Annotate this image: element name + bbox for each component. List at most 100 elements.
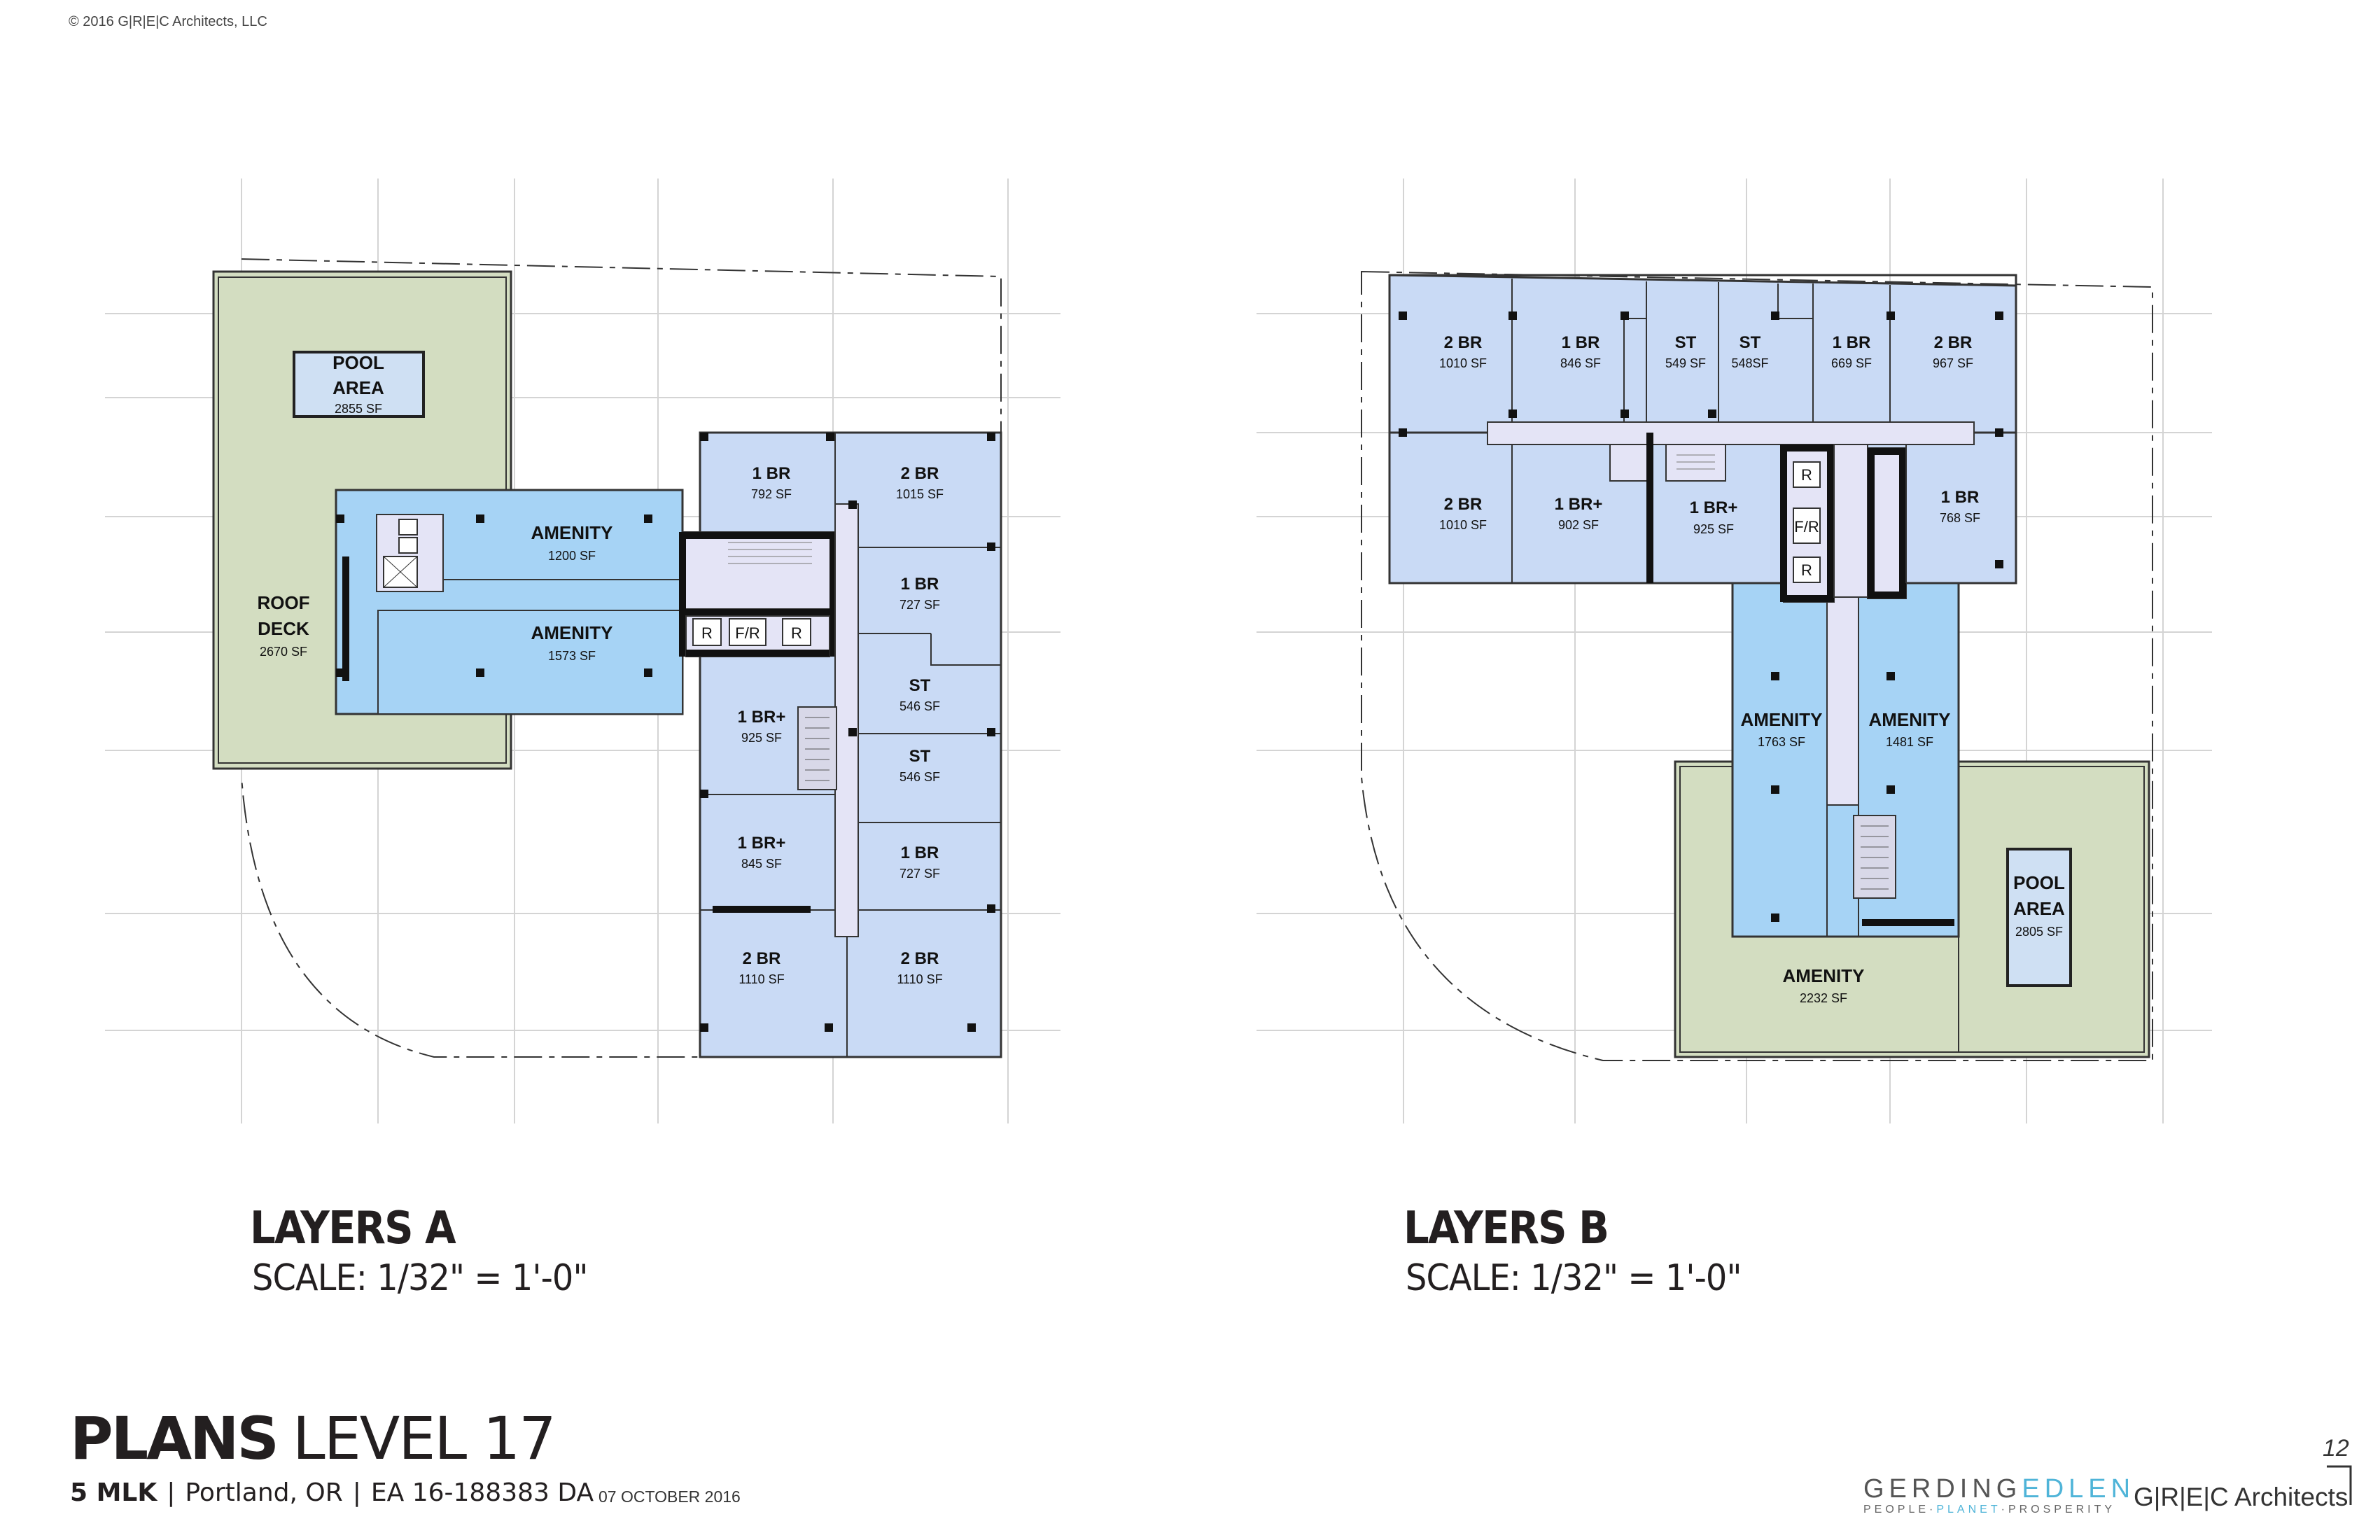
- plan-b-unit-label: 1 BR: [1941, 488, 1980, 507]
- plan-b-elevator-label: R: [1801, 466, 1812, 484]
- plan-a-amenity-2-label: AMENITY: [531, 622, 613, 643]
- copyright-notice: © 2016 G|R|E|C Architects, LLC: [69, 14, 267, 29]
- tagline-people: PEOPLE·: [1863, 1504, 1937, 1516]
- plan-a-unit-area: 546 SF: [899, 699, 940, 713]
- plan-a-unit-label: 1 BR+: [738, 834, 786, 853]
- project-info: 5 MLK | Portland, OR | EA 16-188383 DA: [70, 1478, 594, 1507]
- plan-b-unit-area: 549 SF: [1665, 356, 1706, 370]
- plan-a-unit-label: ST: [909, 676, 931, 695]
- plan-a-pool-label-1: POOL: [332, 352, 384, 373]
- plan-a-unit-area: 1015 SF: [896, 487, 944, 501]
- plan-b-unit-area: 902 SF: [1558, 518, 1599, 532]
- plan-a-elevator-label: R: [701, 624, 713, 642]
- plan-a-unit-area: 546 SF: [899, 770, 940, 784]
- page-number: 12: [2323, 1435, 2349, 1462]
- plan-a-unit-area: 727 SF: [899, 598, 940, 612]
- separator: |: [352, 1478, 361, 1507]
- plan-a-unit-label: 1 BR: [901, 575, 939, 594]
- plan-b-unit-label: 2 BR: [1444, 333, 1483, 352]
- plan-b-amenity-area: 1763 SF: [1758, 735, 1805, 749]
- plan-a-unit-label: ST: [909, 747, 931, 766]
- plan-b-amenity-label: AMENITY: [1783, 965, 1865, 986]
- tagline-prosperity: ·PROSPERITY: [2001, 1504, 2116, 1516]
- plan-b-labels: 2 BR 1010 SF 1 BR 846 SF ST 549 SF ST 54…: [1439, 333, 2065, 1005]
- separator: |: [167, 1478, 176, 1507]
- plan-b-scale: SCALE: 1/32" = 1'-0": [1406, 1257, 1742, 1299]
- grec-architects-logo: G|R|E|C Architects: [2134, 1483, 2348, 1511]
- plan-b-unit-area: 1010 SF: [1439, 356, 1487, 370]
- gerding-edlen-logo: GERDINGEDLEN: [1863, 1474, 2135, 1504]
- plan-a: [212, 258, 1002, 1058]
- logo-ge-edlen: EDLEN: [2022, 1474, 2136, 1504]
- plan-b-pool-label-2: AREA: [2013, 898, 2065, 919]
- plan-a-elevator-label: F/R: [735, 624, 760, 642]
- plan-a-pool-label-2: AREA: [332, 377, 384, 398]
- plan-b-amenity-area: 1481 SF: [1886, 735, 1933, 749]
- plan-b: [1361, 270, 2153, 1061]
- plan-a-roof-deck-area: 2670 SF: [260, 645, 307, 659]
- plan-b-elevator-label: F/R: [1794, 518, 1819, 536]
- plan-b-unit-label: ST: [1740, 333, 1761, 352]
- plan-a-pool-area: 2855 SF: [335, 402, 382, 416]
- plan-a-unit-label: 1 BR: [901, 844, 939, 862]
- plan-a-amenity-2-area: 1573 SF: [548, 649, 596, 663]
- plan-b-unit-label: 2 BR: [1934, 333, 1973, 352]
- plan-b-unit-area: 1010 SF: [1439, 518, 1487, 532]
- plan-b-unit-area: 548SF: [1731, 356, 1768, 370]
- plan-a-pool: [293, 351, 425, 418]
- plan-b-unit-label: 1 BR+: [1690, 498, 1738, 517]
- sheet-title-level: LEVEL 17: [292, 1404, 556, 1473]
- plan-b-property-line: [1361, 270, 2153, 1061]
- project-location: Portland, OR: [185, 1478, 343, 1507]
- plan-b-amenity-label: AMENITY: [1869, 709, 1951, 730]
- plan-b-unit-area: 925 SF: [1693, 522, 1734, 536]
- project-name: 5 MLK: [70, 1478, 158, 1507]
- plan-b-pool-label-1: POOL: [2013, 872, 2065, 893]
- plan-b-unit-area: 768 SF: [1940, 511, 1980, 525]
- plan-a-unit-label: 2 BR: [743, 949, 781, 968]
- plan-a-unit-area: 1110 SF: [897, 972, 942, 986]
- plan-a-unit-area: 1110 SF: [738, 972, 784, 986]
- plan-b-unit-label: 1 BR: [1833, 333, 1871, 352]
- plan-b-unit-bar: [1388, 274, 2017, 434]
- plan-a-unit-label: 1 BR: [752, 464, 791, 483]
- plan-b-unit-label: 1 BR: [1562, 333, 1600, 352]
- plan-a-unit-label: 1 BR+: [738, 708, 786, 727]
- plan-b-unit-area: 669 SF: [1831, 356, 1872, 370]
- plan-a-unit-area: 925 SF: [741, 731, 782, 745]
- corner-mark-icon: [2327, 1465, 2352, 1505]
- plan-a-title: LAYERS A: [250, 1203, 456, 1254]
- plan-a-scale: SCALE: 1/32" = 1'-0": [252, 1257, 588, 1299]
- plan-b-unit-label: ST: [1675, 333, 1697, 352]
- sheet-date: 07 OCTOBER 2016: [598, 1488, 741, 1506]
- plan-b-unit-area: 846 SF: [1560, 356, 1601, 370]
- logo-ge-gerding: GERDING: [1863, 1474, 2022, 1504]
- plan-b-pool: [2006, 848, 2072, 987]
- plan-b-pool-area: 2805 SF: [2015, 925, 2063, 939]
- plan-b-amenity-area: 2232 SF: [1800, 991, 1847, 1005]
- plan-b-elevator-label: R: [1801, 561, 1812, 579]
- sheet-title-bold: PLANS: [70, 1404, 279, 1473]
- plan-a-roof-deck-label-2: DECK: [258, 618, 309, 639]
- plan-b-unit-area: 967 SF: [1933, 356, 1973, 370]
- plan-a-amenity-1-label: AMENITY: [531, 522, 613, 543]
- plan-a-unit-area: 792 SF: [751, 487, 792, 501]
- gerding-edlen-tagline: PEOPLE·PLANET·PROSPERITY: [1863, 1504, 2115, 1516]
- plan-b-title: LAYERS B: [1404, 1203, 1609, 1254]
- plan-a-unit-label: 2 BR: [901, 949, 939, 968]
- tagline-planet: PLANET: [1936, 1504, 2001, 1516]
- plan-a-elevator-label: R: [791, 624, 802, 642]
- plan-b-amenity-label: AMENITY: [1741, 709, 1823, 730]
- plan-a-property-line: [241, 258, 1002, 1058]
- plan-a-unit-area: 845 SF: [741, 857, 782, 871]
- plan-a-amenity-1-area: 1200 SF: [548, 549, 596, 563]
- floor-plans-drawing: POOL AREA 2855 SF ROOF DECK 2670 SF AMEN…: [105, 178, 2212, 1124]
- plan-a-labels: POOL AREA 2855 SF ROOF DECK 2670 SF AMEN…: [257, 352, 944, 986]
- plan-b-unit-label: 1 BR+: [1555, 495, 1603, 514]
- plan-b-unit-label: 2 BR: [1444, 495, 1483, 514]
- plan-a-unit-area: 727 SF: [899, 867, 940, 881]
- permit-number: EA 16-188383 DA: [370, 1478, 594, 1507]
- plan-a-roof-deck-label-1: ROOF: [257, 592, 309, 613]
- plan-a-unit-label: 2 BR: [901, 464, 939, 483]
